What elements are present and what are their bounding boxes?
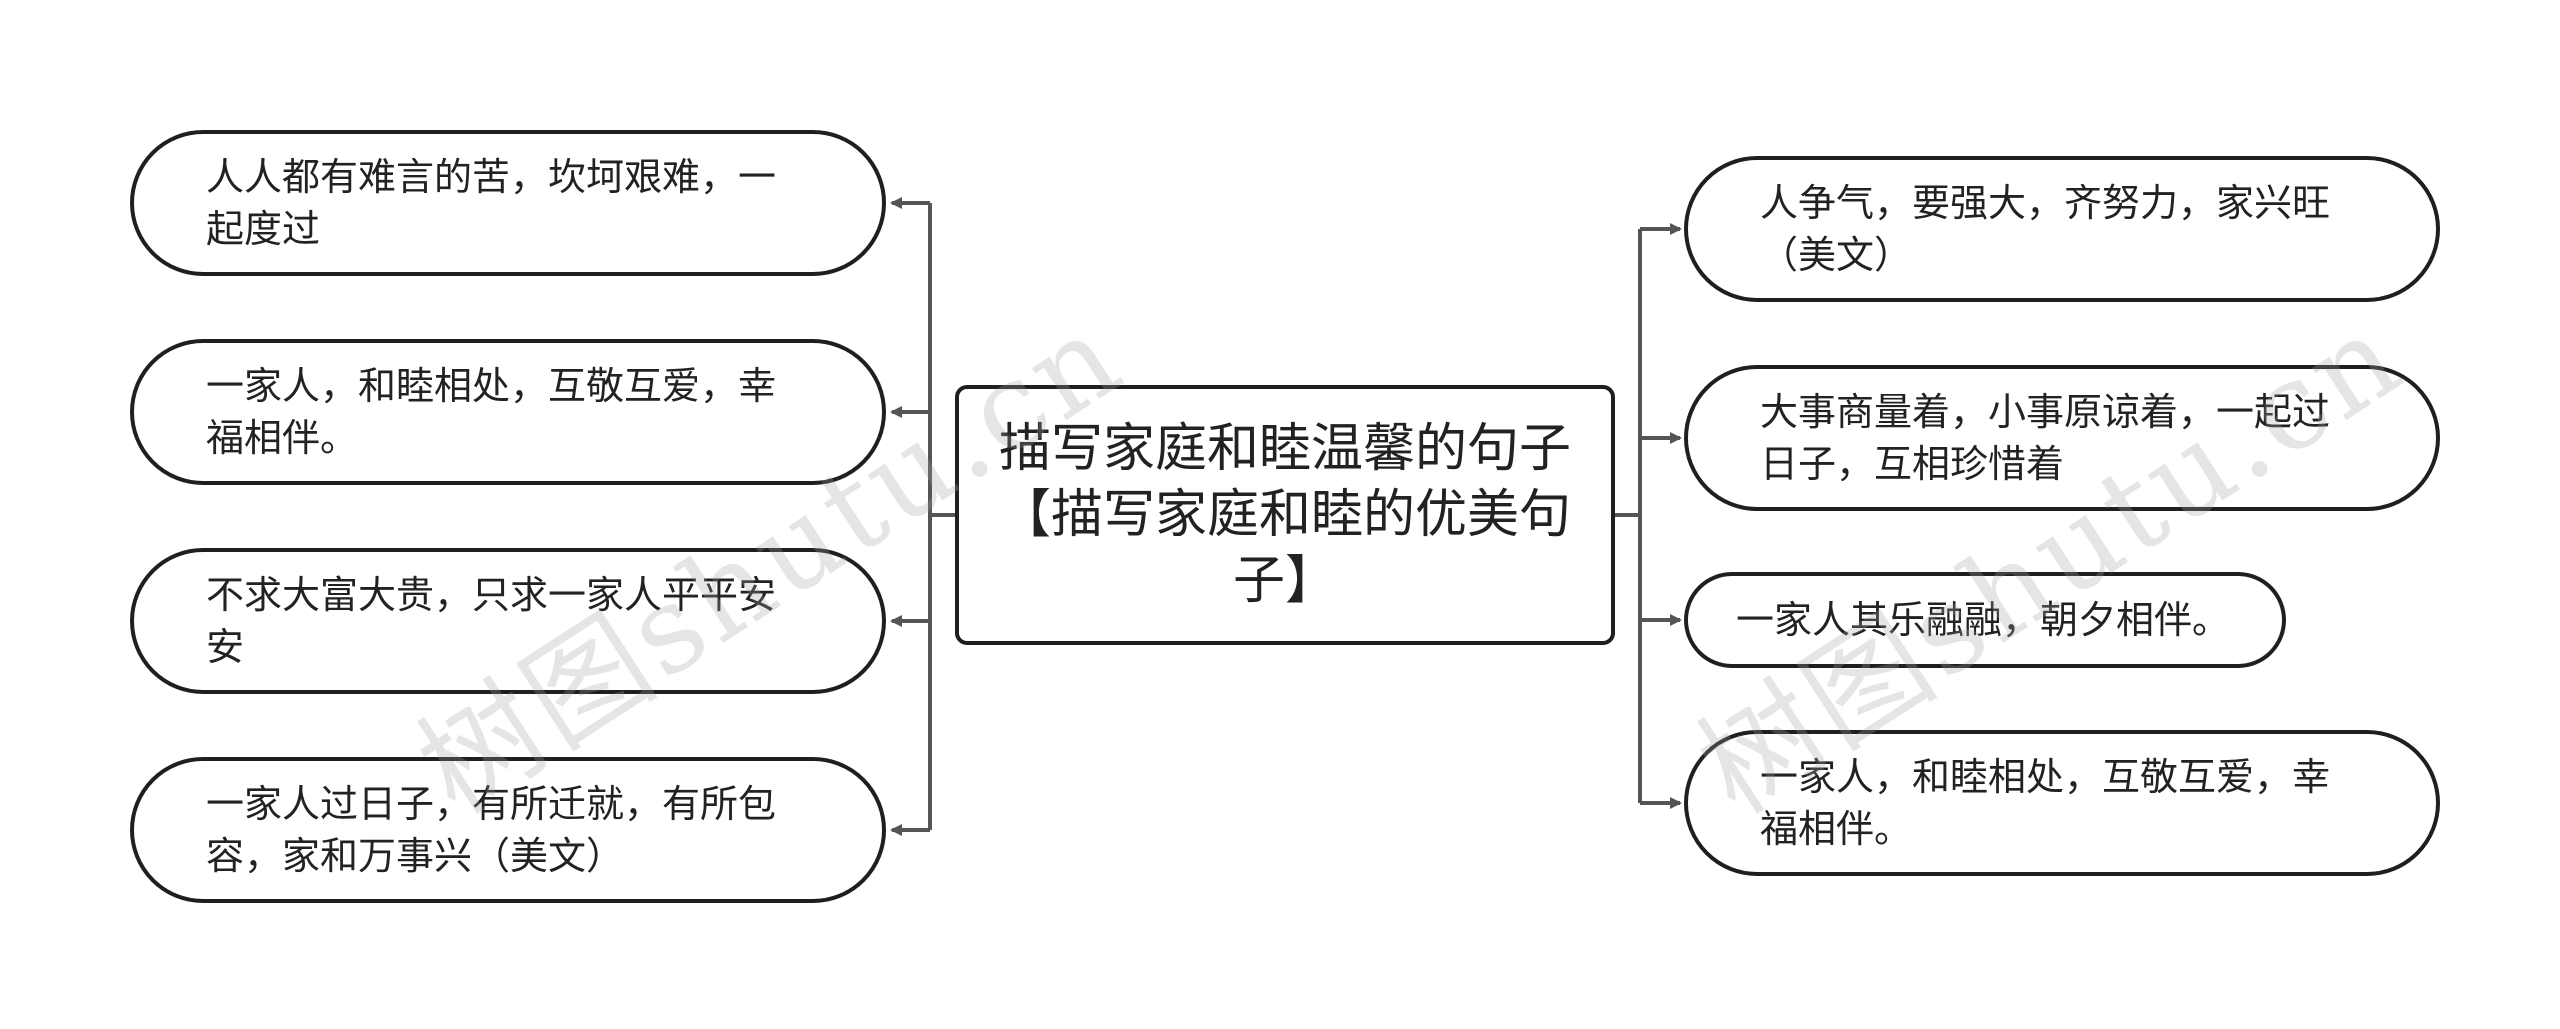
right-topic-3[interactable]: 一家人其乐融融，朝夕相伴。 <box>1684 572 2286 668</box>
left-topic-2[interactable]: 一家人，和睦相处，互敬互爱，幸福相伴。 <box>130 339 886 485</box>
right-topic-2[interactable]: 大事商量着，小事原谅着，一起过日子，互相珍惜着 <box>1684 365 2440 511</box>
right-topic-4[interactable]: 一家人，和睦相处，互敬互爱，幸福相伴。 <box>1684 730 2440 876</box>
left-topic-4-text: 一家人过日子，有所迁就，有所包容，家和万事兴（美文） <box>206 782 777 878</box>
left-topic-1-text: 人人都有难言的苦，坎坷艰难，一起度过 <box>206 155 777 251</box>
right-topic-3-text: 一家人其乐融融，朝夕相伴。 <box>1736 598 2231 642</box>
right-topic-1-text: 人争气，要强大，齐努力，家兴旺（美文） <box>1760 181 2331 277</box>
right-topic-2-text: 大事商量着，小事原谅着，一起过日子，互相珍惜着 <box>1760 390 2331 486</box>
left-topic-3[interactable]: 不求大富大贵，只求一家人平平安安 <box>130 548 886 694</box>
left-topic-1[interactable]: 人人都有难言的苦，坎坷艰难，一起度过 <box>130 130 886 276</box>
left-topic-2-text: 一家人，和睦相处，互敬互爱，幸福相伴。 <box>206 364 777 460</box>
left-topic-4[interactable]: 一家人过日子，有所迁就，有所包容，家和万事兴（美文） <box>130 757 886 903</box>
right-topic-1[interactable]: 人争气，要强大，齐努力，家兴旺（美文） <box>1684 156 2440 302</box>
left-topic-3-text: 不求大富大贵，只求一家人平平安安 <box>206 573 777 669</box>
right-topic-4-text: 一家人，和睦相处，互敬互爱，幸福相伴。 <box>1760 755 2331 851</box>
root-topic-text: 描写家庭和睦温馨的句子【描写家庭和睦的优美句子】 <box>998 419 1571 611</box>
root-topic[interactable]: 描写家庭和睦温馨的句子【描写家庭和睦的优美句子】 <box>955 385 1615 645</box>
